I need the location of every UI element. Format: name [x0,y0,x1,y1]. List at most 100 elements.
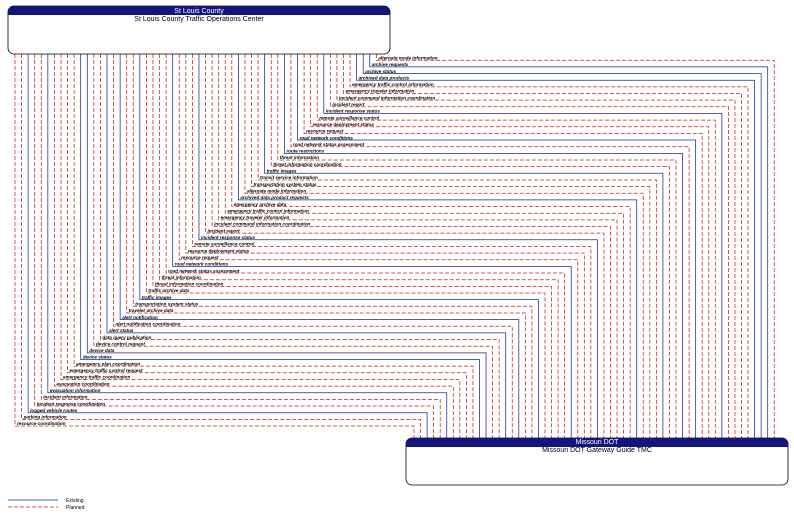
flow-line[interactable] [243,51,644,438]
flow-line[interactable] [59,51,461,438]
flow-label: resource coordination [17,421,66,426]
flow-label: incident command information coordinatio… [214,222,310,227]
legend-planned-label: Planned [66,505,85,511]
flow-label: emergency traveler information [221,215,290,220]
flow-line[interactable] [190,51,592,438]
flow-line[interactable] [118,51,520,438]
flow-label: device control request [96,341,145,346]
flow-label: remote surveillance control [319,115,380,120]
flow-line[interactable] [131,51,533,438]
flow-line[interactable] [302,51,703,438]
flow-line[interactable] [26,51,428,438]
flow-label: alternate mode information [247,188,306,193]
flow-line[interactable] [282,51,683,438]
flow-line[interactable] [374,51,775,438]
element-st-louis-county[interactable]: St Louis County St Louis County Traffic … [7,5,391,55]
flow-label: archive requests [372,62,409,67]
flow-label: emergency traffic control information [227,208,309,213]
flow-label: incident report [208,228,241,233]
flow-label: road network status assessment [293,142,365,147]
flow-label: incident response status [201,235,256,240]
flow-label: data query publication [102,335,151,340]
flow-line[interactable] [342,51,742,438]
flow-line[interactable] [289,51,690,438]
flow-line[interactable] [348,51,749,438]
flow-label: road network conditions [175,262,229,267]
flow-line[interactable] [33,51,435,438]
flow-line[interactable] [217,51,618,438]
top-element-subtitle: St Louis County Traffic Operations Cente… [134,16,264,23]
flow-line[interactable] [197,51,598,438]
flow-line[interactable] [79,51,480,438]
flow-line[interactable] [296,51,697,438]
flow-line[interactable] [368,51,769,438]
flow-line[interactable] [184,51,585,438]
flow-line[interactable] [98,51,500,438]
flow-line[interactable] [66,51,467,438]
flow-label: archive status [365,69,396,74]
flow-label: threat information coordination [273,162,342,167]
element-missouri-dot[interactable]: Missouri DOT Missouri DOT Gateway Guide … [405,437,789,486]
flow-line[interactable] [138,51,539,438]
flow-line[interactable] [315,51,716,438]
flow-line[interactable] [210,51,611,438]
flow-label: alert notification [122,315,158,320]
flow-line[interactable] [204,51,605,438]
flow-label: alternate mode information [378,55,437,60]
flow-line[interactable] [125,51,526,438]
flow-line[interactable] [72,51,474,438]
flow-label: incident information [43,395,87,400]
flow-line[interactable] [263,51,664,438]
flow-line[interactable] [158,51,559,438]
flow-line[interactable] [177,51,579,438]
flow-label: emergency plan coordination [76,361,140,366]
flow-line[interactable] [85,51,487,438]
flow-line[interactable] [39,51,441,438]
flow-line[interactable] [52,51,454,438]
flow-label: alert status [109,328,134,333]
flow-line[interactable] [105,51,507,438]
flow-line[interactable] [328,51,729,438]
flow-line[interactable] [269,51,670,438]
flow-line[interactable] [236,51,638,438]
flow-line[interactable] [322,51,723,438]
flow-label: emergency archive data [234,202,287,207]
flow-label: road network status assessment [168,268,240,273]
flow-label: transportation system status [135,302,198,307]
flow-label: route restrictions [286,149,324,154]
flow-line[interactable] [335,51,736,438]
flow-line[interactable] [309,51,710,438]
flow-label: transit service information [260,175,318,180]
flow-line[interactable] [112,51,513,438]
flow-label: emergency traffic control information [352,82,434,87]
flow-line[interactable] [46,51,448,438]
flow-label: archived data products [359,75,410,80]
flow-line[interactable] [92,51,493,438]
flow-line[interactable] [355,51,755,438]
flow-line[interactable] [230,51,631,438]
flow-label: incident response coordination [37,401,106,406]
flow-line[interactable] [171,51,572,438]
bottom-element-name: Missouri DOT [576,439,620,446]
flow-label: resource deployment status [313,122,375,127]
flow-label: device status [83,355,113,360]
flow-line[interactable] [361,51,762,438]
flow-label: threat information [162,275,201,280]
flow-label: traffic archive data [148,288,189,293]
flow-line[interactable] [13,51,415,438]
legend: Existing Planned [8,498,85,511]
flow-line[interactable] [256,51,657,438]
flow-line[interactable] [151,51,552,438]
flow-line[interactable] [164,51,566,438]
flow-lines: alternate mode information archive reques… [13,51,775,438]
flow-line[interactable] [250,51,651,438]
flow-label: threat information [280,155,319,160]
legend-existing-label: Existing [66,498,84,504]
flow-label: parking information [23,415,67,420]
flow-line[interactable] [20,51,421,438]
flow-line[interactable] [223,51,624,438]
flow-line[interactable] [144,51,546,438]
flow-line[interactable] [276,51,677,438]
flow-label: incident report [332,102,365,107]
